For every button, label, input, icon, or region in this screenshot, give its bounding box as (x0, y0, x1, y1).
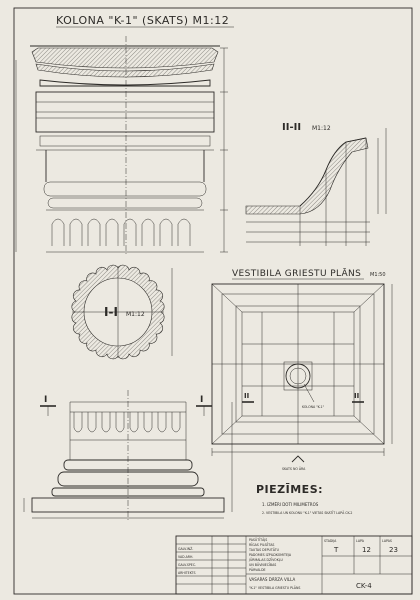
sheet-code: CK-4 (356, 582, 372, 590)
svg-text:I: I (44, 395, 47, 405)
title-row-7: PĀRVALDE (249, 567, 266, 572)
section-scale: M1:12 (126, 311, 145, 318)
section2-scale: M1:12 (312, 125, 331, 132)
section-marker-II-right: II (352, 392, 364, 403)
signature-2: VAD.ARH. (178, 555, 193, 559)
north-label: SKATS NO ĀRA (282, 466, 306, 471)
ceiling-title: VESTIBILA GRIESTU PLĀNS (232, 268, 361, 279)
section-II-II: II-II M1:12 (245, 122, 387, 246)
note-2: 2. VESTIBILA UN KOLONU "K-1" VIETAS SKAT… (262, 510, 352, 515)
sheets-value: 23 (389, 546, 398, 554)
ceiling-center-label: KOLONA "K-1" (302, 405, 325, 409)
signature-1: GALV.INŽ. (178, 546, 193, 551)
sheet-title: "K-1" VESTIBILA GRIESTU PLĀNS (249, 585, 300, 590)
ceiling-plan: VESTIBILA GRIESTU PLĀNS M1:50 KOLONA "K-… (211, 268, 393, 471)
signature-4: ARHITEKTS (178, 571, 196, 575)
stage-value: T (333, 546, 339, 554)
svg-text:II: II (354, 392, 359, 400)
note-1: 1. IZMĒRI DOTI MILIMETROS (262, 502, 319, 507)
sheet-border (13, 7, 413, 595)
title-row-3: TAUTAS DEPUTĀTU (248, 547, 280, 552)
notes-title: PIEZĪMES: (256, 483, 323, 496)
section2-title: II-II (282, 122, 301, 133)
svg-text:II: II (244, 392, 249, 400)
north-arrow (291, 455, 305, 463)
notes-block: PIEZĪMES: 1. IZMĒRI DOTI MILIMETROS 2. V… (256, 483, 352, 515)
project-name: VASARAS DĀRZA VILLA (249, 577, 295, 582)
main-title: KOLONA "K-1" (SKATS) M1:12 (56, 14, 229, 27)
stage-label: STADIJA (324, 539, 337, 543)
ceiling-scale: M1:50 (370, 272, 386, 278)
title-row-6: UN BŪVNIECĪBAS (249, 562, 276, 567)
section-marker-right: I (196, 395, 212, 416)
sheets-label: LAPAS (382, 539, 392, 543)
section-marker-left: I (40, 395, 56, 416)
section-marker-II-left: II (242, 392, 254, 403)
svg-text:I: I (200, 395, 203, 405)
column-capital-elevation: KOLONA "K-1" (SKATS) M1:12 (15, 14, 234, 256)
title-block: GALV.INŽ. VAD.ARH. GALV.SPEC. ARHITEKTS … (175, 535, 413, 595)
sheet-value: 12 (362, 546, 371, 554)
column-base-elevation: I I (23, 390, 233, 520)
signature-3: GALV.SPEC. (178, 563, 196, 567)
title-row-1: PASŪTĪTĀJS (249, 537, 267, 542)
section-I-I: I-I M1:12 (71, 264, 173, 360)
title-row-4: PADOMES IZPILDKOMITEJA (249, 553, 292, 557)
title-row-5: JŪRMALAS DZĪVOKĻU (248, 557, 284, 562)
sheet-label: LAPA (356, 539, 365, 543)
title-row-2: RĪGAS PILSĒTAS (249, 542, 274, 547)
